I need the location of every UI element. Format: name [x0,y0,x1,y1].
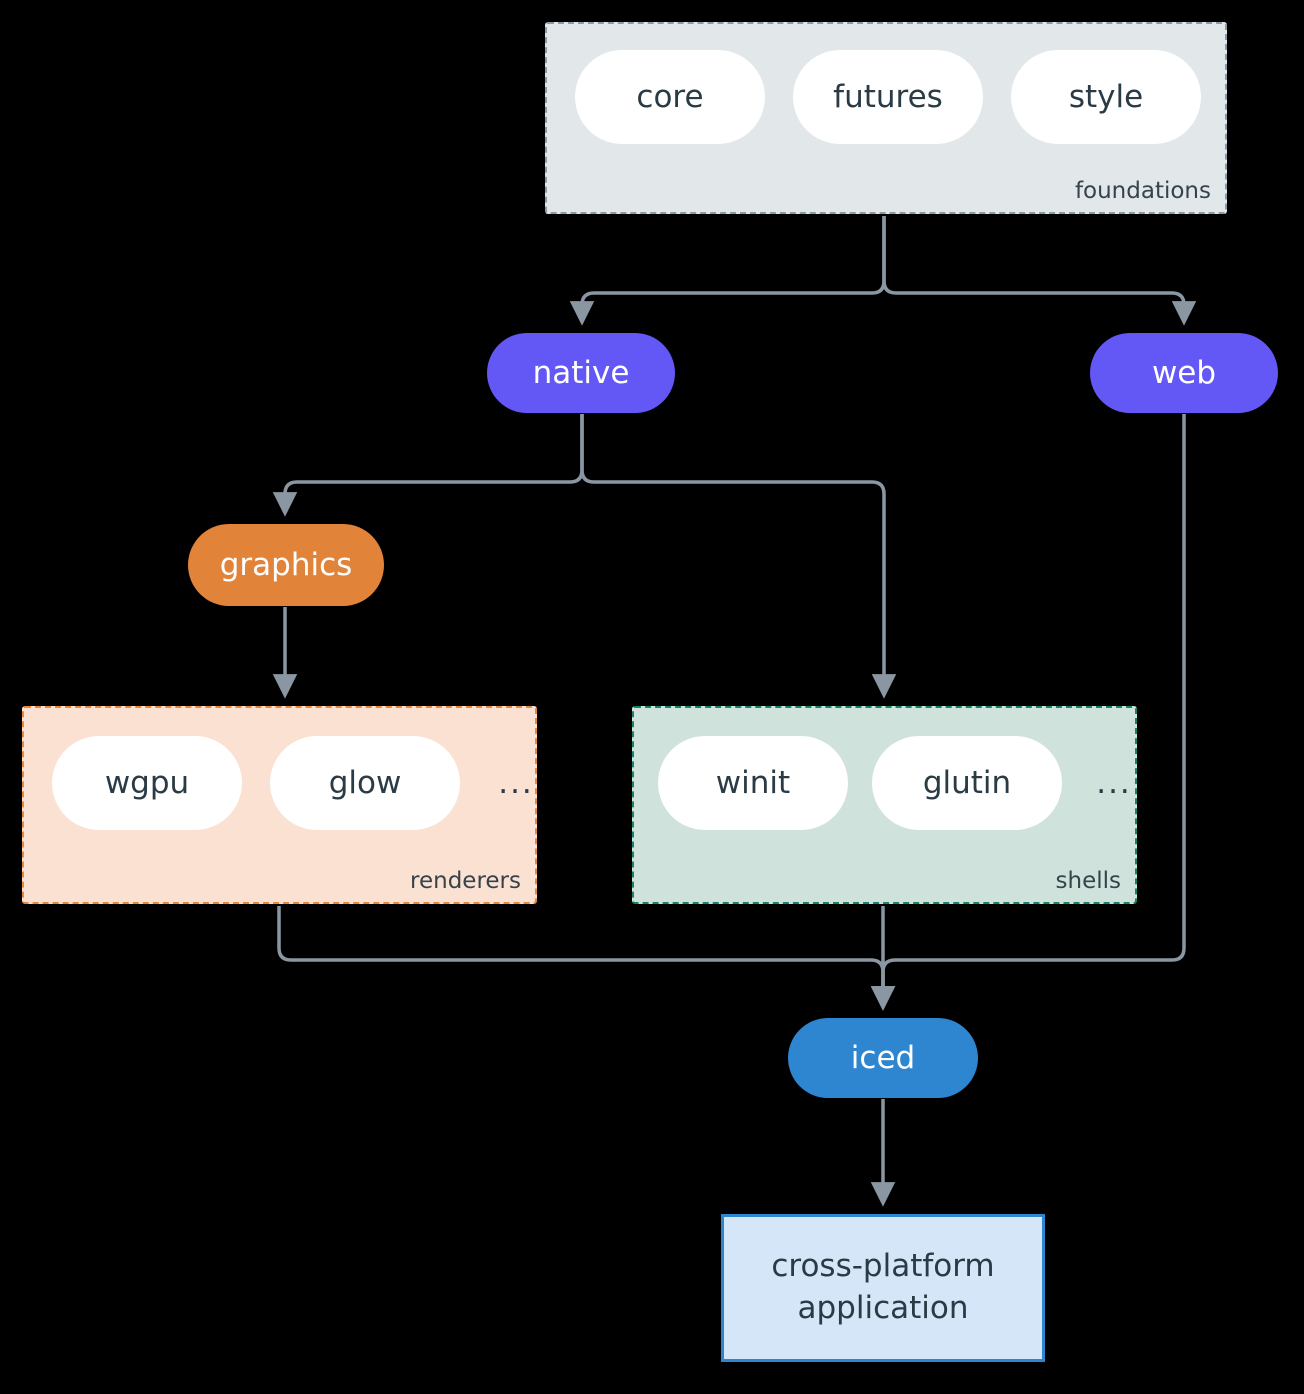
cluster-shells-label: shells [1055,868,1121,894]
cluster-shells-items: winit glutin ... [658,736,1142,830]
chip-futures[interactable]: futures [793,50,983,144]
shells-ellipsis: ... [1096,765,1132,801]
chip-glutin[interactable]: glutin [872,736,1062,830]
cluster-renderers-label: renderers [410,868,521,894]
node-graphics[interactable]: graphics [188,524,384,606]
chip-winit[interactable]: winit [658,736,848,830]
cluster-renderers-items: wgpu glow ... [52,736,544,830]
node-native[interactable]: native [487,333,675,413]
cluster-renderers: wgpu glow ... renderers [22,706,537,904]
chip-wgpu[interactable]: wgpu [52,736,242,830]
node-web[interactable]: web [1090,333,1278,413]
chip-style[interactable]: style [1011,50,1201,144]
cluster-shells: winit glutin ... shells [632,706,1137,904]
chip-glow[interactable]: glow [270,736,460,830]
app-label-line1: cross-platform [771,1248,995,1285]
cluster-foundations-label: foundations [1074,178,1211,204]
node-cross-platform-application[interactable]: cross-platform application [721,1214,1045,1362]
cluster-foundations: core futures style foundations [545,22,1227,214]
edge-native-shells [580,414,897,699]
edge-renderers-iced [277,906,896,1011]
edge-foundations-web [882,216,1197,326]
edge-native-graphics [272,414,584,517]
edge-foundations-native [569,216,886,326]
node-iced[interactable]: iced [788,1018,978,1098]
chip-core[interactable]: core [575,50,765,144]
renderers-ellipsis: ... [498,765,534,801]
app-label-line2: application [797,1290,969,1326]
cluster-foundations-items: core futures style [575,50,1201,144]
